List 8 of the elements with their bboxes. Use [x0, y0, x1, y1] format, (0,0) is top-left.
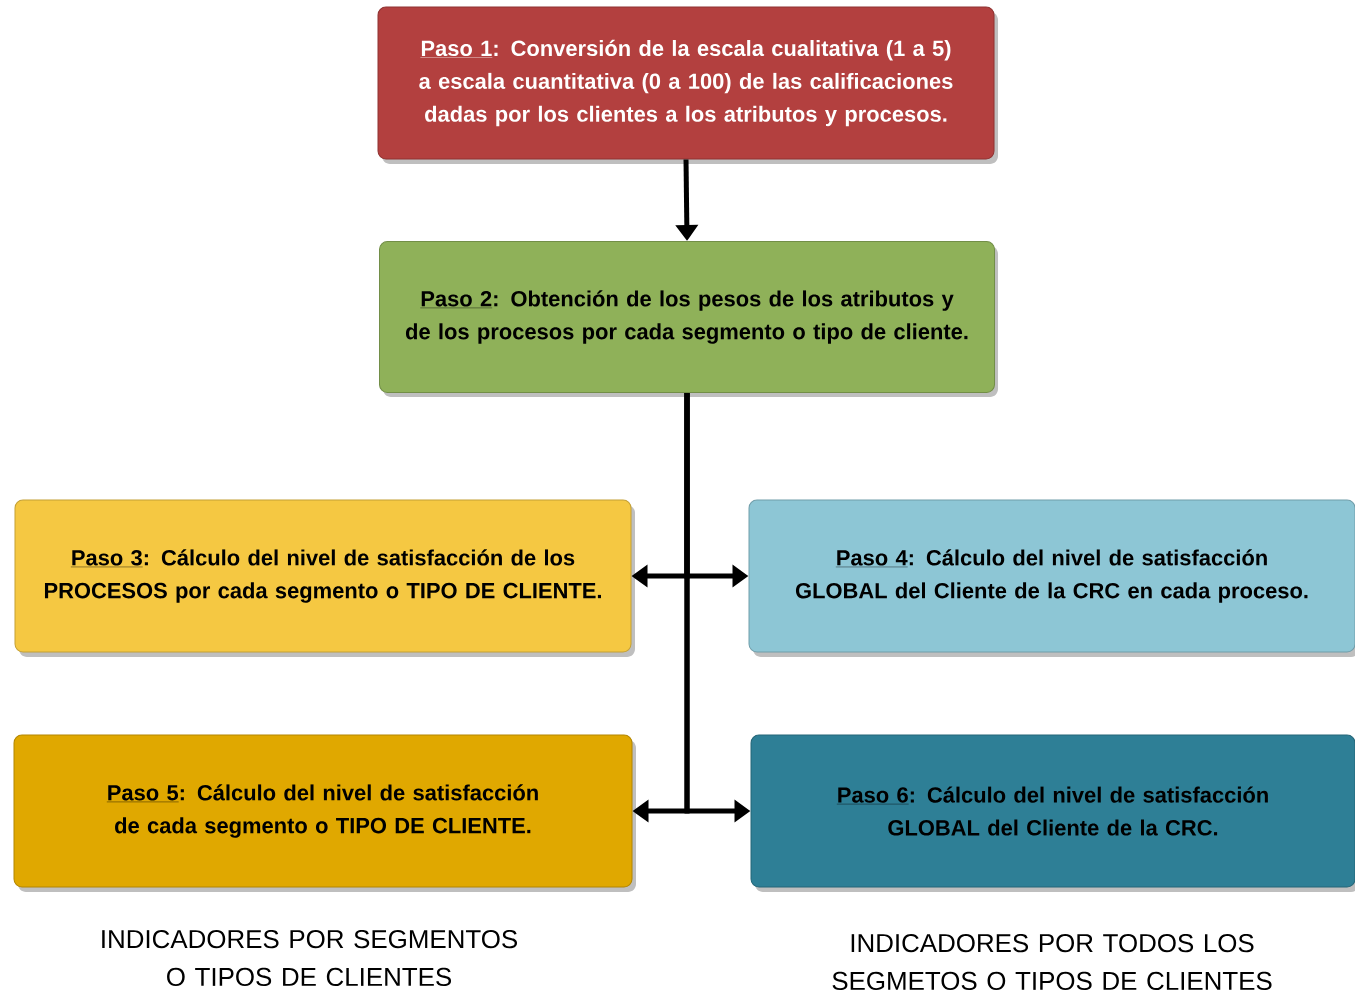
caption-text: INDICADORES POR TODOS LOS SEGMETOS O TIPOS DE CLIENTES: [832, 933, 1272, 991]
process-box: Paso 5: Cálculo del nivel de satisfacción de cada segmento o TIPO DE CLIENTE.: [13, 734, 636, 892]
process-box: Paso 2: Obtención de los pesos de los atributos y de los procesos por cada segmento o tipo de cliente.: [379, 241, 998, 397]
process-box: Paso 1: Conversión de la escala cualitativa (1 a 5) a escala cuantitativa (0 a 100) de las calificaciones dadas por los clientes a los atributos y procesos.: [377, 6, 998, 164]
process-box: Paso 4: Cálculo del nivel de satisfacción GLOBAL del Cliente de la CRC en cada proceso.: [748, 499, 1355, 657]
caption-text: INDICADORES POR SEGMENTOS O TIPOS DE CLIENTES: [102, 929, 517, 987]
process-box: Paso 6: Cálculo del nivel de satisfacción GLOBAL del Cliente de la CRC.: [750, 734, 1355, 892]
process-box: Paso 3: Cálculo del nivel de satisfacción de los PROCESOS por cada segmento o TIPO DE CLIENTE.: [14, 499, 635, 657]
